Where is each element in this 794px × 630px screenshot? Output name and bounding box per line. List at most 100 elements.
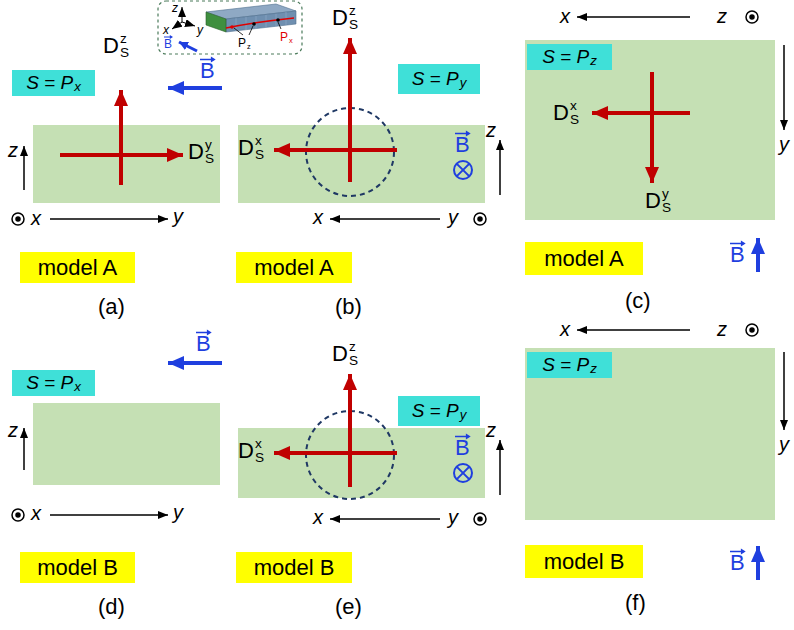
box-text: S = P: [412, 68, 459, 90]
axis-label: z: [8, 140, 18, 160]
subscript-text: z: [590, 53, 597, 68]
index-stack: yS: [205, 138, 214, 165]
panel-caption: (b): [335, 296, 362, 318]
model-box: model B: [20, 552, 135, 583]
field-label: B: [455, 134, 470, 156]
subscript-index: S: [349, 354, 358, 368]
setting-box: S = Px: [12, 370, 95, 396]
box-text: model B: [544, 549, 625, 575]
axis-label: z: [717, 6, 727, 26]
superscript-index: x: [255, 134, 264, 148]
component-symbol: D: [332, 343, 348, 365]
index-stack: zS: [349, 4, 358, 31]
axis-label: x: [313, 507, 323, 527]
subscript-text: x: [74, 79, 81, 94]
component-label: DxS: [238, 437, 264, 464]
box-text: S = P: [542, 354, 589, 376]
axis-arrow: [24, 17, 784, 519]
component-label: DzS: [332, 340, 358, 367]
component-symbol: P: [238, 37, 246, 49]
index-stack: x: [289, 30, 293, 44]
model-box: model A: [236, 252, 352, 283]
box-text: model B: [37, 555, 118, 581]
field-label: B: [164, 38, 172, 50]
box-text: S = P: [26, 372, 73, 394]
subscript-index: x: [289, 37, 293, 44]
component-symbol: D: [553, 102, 569, 124]
component-symbol: D: [188, 141, 204, 163]
box-text: model A: [544, 246, 624, 272]
axis-label: y: [448, 207, 458, 227]
component-symbol: D: [103, 35, 119, 57]
component-label: DxS: [238, 134, 264, 161]
axis-label: x: [163, 24, 169, 36]
setting-box: S = Pz: [527, 352, 612, 378]
field-label: B: [730, 244, 745, 266]
subscript-text: x: [74, 379, 81, 394]
axis-label: y: [173, 206, 183, 226]
box-text: S = P: [26, 72, 73, 94]
axis-label: y: [779, 434, 789, 454]
field-label: B: [196, 333, 211, 355]
inset-illustration: [158, 1, 302, 54]
component-label: DyS: [645, 187, 671, 214]
index-stack: xS: [570, 99, 579, 126]
field-label: B: [455, 437, 470, 459]
subscript-text: y: [460, 407, 467, 422]
field-label: B: [730, 552, 745, 574]
box-text: model B: [254, 555, 335, 581]
superscript-index: y: [205, 138, 214, 152]
component-symbol: D: [238, 137, 254, 159]
subscript-index: S: [120, 46, 129, 60]
box-text: S = P: [542, 46, 589, 68]
box-text: S = P: [412, 400, 459, 422]
axis-label: z: [172, 2, 178, 14]
setting-box: S = Py: [398, 64, 480, 94]
field-arrow: [168, 88, 758, 580]
index-stack: xS: [255, 437, 264, 464]
field-label: B: [200, 60, 215, 82]
index-stack: xS: [255, 134, 264, 161]
subscript-index: S: [570, 113, 579, 127]
component-label: DyS: [188, 138, 214, 165]
axis-label: z: [8, 420, 18, 440]
subscript-index: S: [349, 18, 358, 32]
component-label: DzS: [332, 4, 358, 31]
subscript-index: S: [255, 451, 264, 465]
superscript-index: x: [255, 437, 264, 451]
index-stack: yS: [662, 187, 671, 214]
axis-label: x: [560, 6, 570, 26]
setting-box: S = Pz: [527, 44, 612, 70]
panel-caption: (a): [98, 296, 125, 318]
subscript-text: y: [460, 75, 467, 90]
box-text: model A: [38, 255, 118, 281]
component-label: DxS: [553, 99, 579, 126]
subscript-index: S: [662, 201, 671, 215]
subscript-index: S: [205, 152, 214, 166]
box-text: model A: [254, 255, 334, 281]
index-stack: z: [247, 36, 251, 50]
component-label: Pz: [238, 36, 251, 50]
index-stack: zS: [349, 340, 358, 367]
setting-box: S = Px: [12, 70, 95, 96]
component-symbol: D: [332, 7, 348, 29]
superscript-index: z: [349, 4, 358, 18]
axis-label: z: [717, 319, 727, 339]
component-label: Px: [280, 30, 293, 44]
subscript-index: z: [247, 43, 251, 50]
axis-label: y: [173, 502, 183, 522]
component-symbol: P: [280, 31, 288, 43]
superscript-index: y: [662, 187, 671, 201]
subscript-index: S: [255, 148, 264, 162]
out-of-page-symbol: [12, 11, 758, 525]
axis-label: y: [197, 24, 203, 36]
axis-label: x: [313, 207, 323, 227]
model-box: model A: [20, 252, 135, 283]
panel-caption: (e): [335, 596, 362, 618]
component-symbol: D: [645, 190, 661, 212]
subscript-text: z: [590, 361, 597, 376]
model-box: model A: [525, 242, 643, 275]
axis-label: x: [31, 503, 41, 523]
axis-label: z: [486, 420, 496, 440]
superscript-index: z: [349, 340, 358, 354]
